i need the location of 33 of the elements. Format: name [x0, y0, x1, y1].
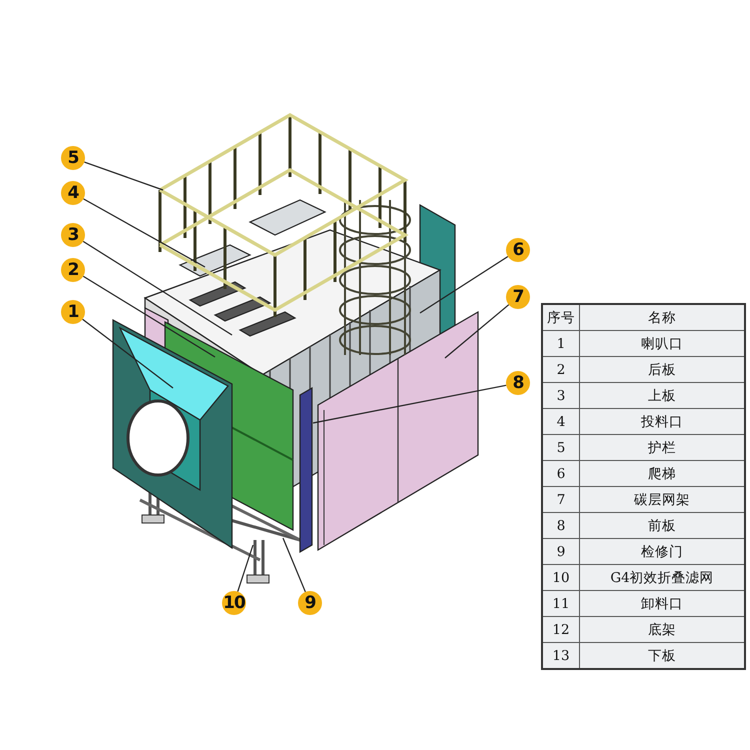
callout-number: 9 [298, 591, 322, 615]
leader-line [83, 198, 206, 268]
callout-number: 7 [506, 285, 530, 309]
item-number: 12 [542, 616, 580, 642]
item-number: 3 [542, 382, 580, 408]
callout-number: 6 [506, 238, 530, 262]
item-number: 8 [542, 512, 580, 538]
item-number: 10 [542, 564, 580, 590]
item-number: 6 [542, 460, 580, 486]
callout-number: 1 [61, 300, 85, 324]
item-number: 4 [542, 408, 580, 434]
item-number: 2 [542, 356, 580, 382]
item-number: 9 [542, 538, 580, 564]
leader-line [82, 276, 216, 358]
callout-number: 5 [61, 146, 85, 170]
item-number: 1 [542, 330, 580, 356]
leader-line [312, 384, 506, 424]
column-header: 序号 [542, 304, 580, 330]
leader-line [237, 544, 254, 592]
item-number: 11 [542, 590, 580, 616]
callout-number: 10 [222, 591, 246, 615]
item-number: 5 [542, 434, 580, 460]
callout-number: 8 [506, 371, 530, 395]
callout-number: 3 [61, 223, 85, 247]
leader-line [82, 318, 174, 388]
leader-line [84, 161, 164, 191]
callout-number: 4 [61, 181, 85, 205]
leader-line [444, 304, 510, 358]
leader-line [82, 240, 232, 336]
callout-number: 2 [61, 258, 85, 282]
item-number: 7 [542, 486, 580, 512]
leader-line [282, 538, 306, 592]
leader-line [420, 256, 508, 314]
